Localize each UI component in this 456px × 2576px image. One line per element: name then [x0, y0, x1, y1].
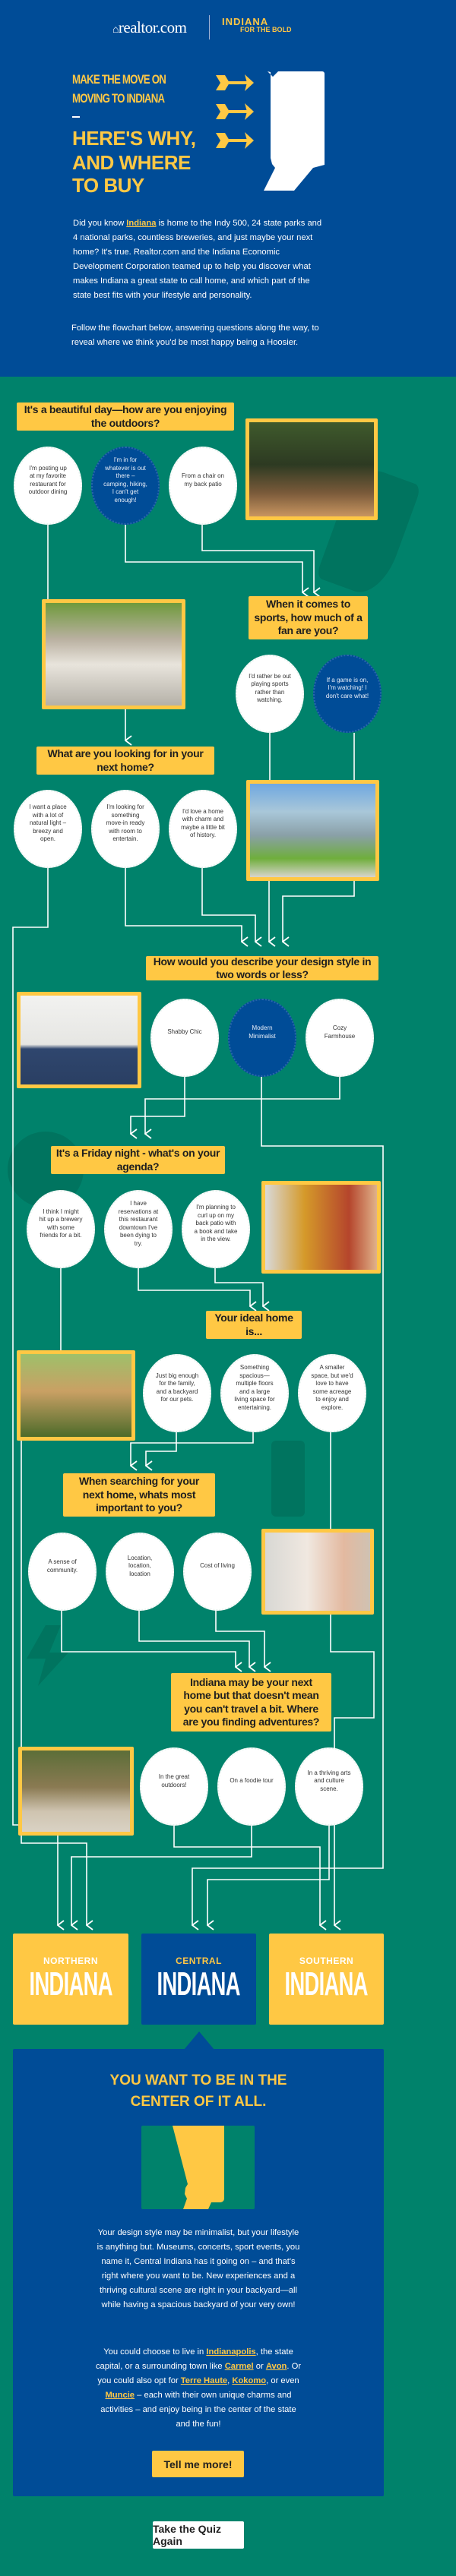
- answer-play-sports[interactable]: I'd rather be out playing sports rather …: [236, 655, 304, 733]
- result-northern-indiana[interactable]: NORTHERN INDIANA: [13, 1934, 128, 2025]
- flow-connector: [283, 881, 355, 942]
- instructions-paragraph: Follow the flowchart below, answering qu…: [71, 324, 319, 347]
- answer-modern-minimalist[interactable]: Modern Minimalist: [228, 999, 296, 1077]
- flow-connector: [125, 868, 242, 942]
- answer-shabby-chic[interactable]: Shabby Chic: [150, 999, 219, 1077]
- answer-brewery[interactable]: I think I might hit up a brewery with so…: [27, 1190, 95, 1268]
- answer-charm-history[interactable]: I'd love a home with charm and maybe a l…: [169, 790, 237, 868]
- headline-line: HERE'S WHY,: [72, 127, 196, 150]
- arrows-to-indiana-icon: [216, 71, 325, 191]
- answer-foodie-tour[interactable]: On a foodie tour: [217, 1747, 286, 1826]
- flow-connector: [21, 1441, 87, 1925]
- hero-section: ⌂realtor.com INDIANA FOR THE BOLD MAKE T…: [0, 0, 456, 377]
- flow-connector: [131, 1432, 254, 1466]
- photo-family-basketball: [42, 599, 185, 709]
- question-outdoors: It's a beautiful day—how are you enjoyin…: [17, 402, 234, 431]
- question-friday-night: It's a Friday night - what's on your age…: [51, 1146, 225, 1174]
- answer-family-backyard[interactable]: Just big enough for the family, and a ba…: [143, 1354, 211, 1432]
- result-heading: YOU WANT TO BE IN THE CENTER OF IT ALL.: [109, 2072, 287, 2110]
- answer-watch-sports[interactable]: If a game is on, I'm watching! I don't c…: [313, 655, 382, 733]
- take-quiz-again-button[interactable]: Take the Quiz Again: [153, 2521, 244, 2549]
- muncie-link[interactable]: Muncie: [105, 2391, 135, 2400]
- photo-craftsman-house: [246, 780, 379, 881]
- result-central-indiana[interactable]: CENTRAL INDIANA: [141, 1934, 256, 2025]
- flow-connector: [192, 1077, 384, 1925]
- photo-kids-with-dog: [17, 1350, 135, 1441]
- result-towns-paragraph: You could choose to live in Indianapolis…: [95, 2347, 302, 2429]
- question-ideal-home: Your ideal home is...: [206, 1311, 302, 1339]
- flow-connector: [214, 1268, 263, 1306]
- answer-back-patio[interactable]: From a chair on my back patio: [169, 447, 237, 525]
- flow-connector: [12, 868, 49, 1826]
- flow-connector: [71, 1825, 252, 1925]
- answer-spacious[interactable]: Something spacious—multiple floors and a…: [220, 1354, 289, 1432]
- photo-couple-with-phone: [261, 1529, 374, 1615]
- question-next-home: What are you looking for in your next ho…: [36, 747, 214, 775]
- headline-line: AND WHERE: [72, 151, 191, 174]
- avon-link[interactable]: Avon: [265, 2362, 287, 2371]
- title-line: MOVING TO INDIANA: [72, 91, 165, 106]
- result-description: Your design style may be minimalist, but…: [97, 2228, 300, 2309]
- flow-connector: [201, 868, 255, 942]
- logo-divider: [209, 15, 210, 39]
- decorative-exclamation: [271, 1441, 305, 1517]
- photo-friends-dining: [261, 1181, 381, 1274]
- answer-acreage[interactable]: A smaller space, but we'd love to have s…: [298, 1354, 366, 1432]
- question-design-style: How would you describe your design style…: [146, 955, 378, 980]
- terre-haute-link[interactable]: Terre Haute: [180, 2376, 228, 2385]
- question-adventures: Indiana may be your next home but that d…: [171, 1673, 331, 1732]
- house-icon: ⌂: [112, 24, 119, 36]
- flow-connector: [146, 1432, 177, 1466]
- title-dash: [72, 116, 80, 118]
- result-pointer: [184, 2031, 214, 2050]
- indiana-for-the-bold-logo[interactable]: INDIANA FOR THE BOLD: [222, 16, 292, 33]
- answer-restaurant-reservations[interactable]: I have reservations at this restaurant d…: [104, 1190, 173, 1268]
- answer-natural-light[interactable]: I want a place with a lot of natural lig…: [14, 790, 82, 868]
- flow-connector: [131, 1077, 185, 1134]
- answer-camping-hiking[interactable]: I'm in for whatever is out there – campi…: [91, 447, 160, 525]
- answer-community[interactable]: A sense of community.: [28, 1533, 97, 1611]
- question-sports: When it comes to sports, how much of a f…: [249, 596, 368, 639]
- flow-connector: [138, 1268, 250, 1306]
- result-southern-indiana[interactable]: SOUTHERN INDIANA: [269, 1934, 384, 2025]
- title-line: MAKE THE MOVE ON: [72, 72, 166, 87]
- answer-great-outdoors[interactable]: In the great outdoors!: [140, 1747, 208, 1826]
- carmel-link[interactable]: Carmel: [224, 2362, 254, 2371]
- flow-connector: [61, 1610, 236, 1667]
- answer-outdoor-dining[interactable]: I'm posting up at my favorite restaurant…: [14, 447, 82, 525]
- tell-me-more-button[interactable]: Tell me more!: [152, 2451, 244, 2477]
- flow-connector: [201, 524, 314, 592]
- flow-connector: [207, 1825, 330, 1925]
- answer-location[interactable]: Location, location, location: [106, 1533, 174, 1611]
- answer-move-in-ready[interactable]: I'm looking for something move-in ready …: [91, 790, 160, 868]
- answer-cost-of-living[interactable]: Cost of living: [183, 1533, 252, 1611]
- indianapolis-link[interactable]: Indianapolis: [206, 2347, 256, 2357]
- flow-connector: [145, 1077, 340, 1134]
- question-most-important: When searching for your next home, whats…: [63, 1473, 215, 1517]
- answer-cozy-farmhouse[interactable]: Cozy Farmhouse: [306, 999, 374, 1077]
- central-indiana-map-icon: [141, 2126, 255, 2209]
- answer-arts-culture[interactable]: In a thriving arts and culture scene.: [295, 1747, 363, 1826]
- flow-connector: [215, 1610, 264, 1667]
- result-panel: YOU WANT TO BE IN THE CENTER OF IT ALL. …: [13, 2049, 384, 2496]
- kokomo-link[interactable]: Kokomo: [232, 2376, 267, 2385]
- intro-paragraph: Did you know Indiana is home to the Indy…: [73, 219, 322, 300]
- realtor-logo[interactable]: ⌂realtor.com: [112, 18, 187, 36]
- indiana-state-shape: [264, 71, 325, 191]
- answer-book-on-patio[interactable]: I'm planning to curl up on my back patio…: [182, 1190, 250, 1268]
- photo-family-travel: [18, 1747, 134, 1836]
- flow-connector: [125, 524, 302, 592]
- photo-couple-on-patio: [245, 418, 378, 520]
- photo-kitchen: [17, 992, 141, 1088]
- flow-connector: [138, 1610, 249, 1667]
- indiana-link[interactable]: Indiana: [126, 219, 157, 228]
- flow-connector: [173, 1825, 320, 1925]
- headline-line: TO BUY: [72, 174, 144, 197]
